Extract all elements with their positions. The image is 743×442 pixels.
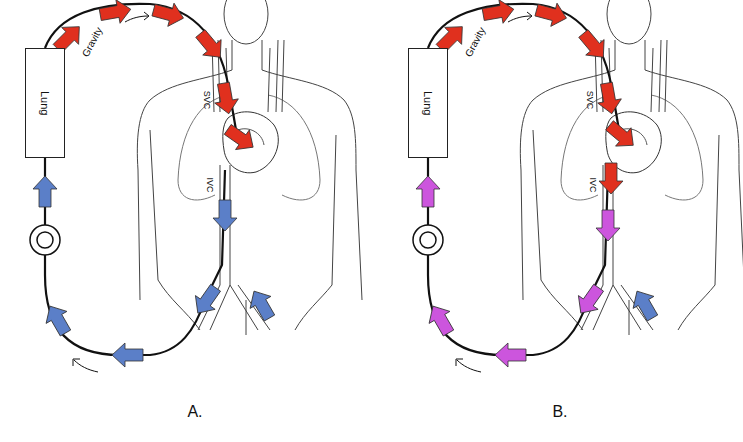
lung-box: Lung bbox=[25, 48, 65, 158]
annotation-label: Gravity bbox=[463, 25, 488, 58]
panel-letter: B. bbox=[552, 403, 567, 421]
node-label: Lung bbox=[422, 91, 434, 115]
flow-arrows-a bbox=[33, 0, 280, 367]
flow-arrows-b bbox=[416, 0, 663, 367]
annotation-label: IVC bbox=[205, 177, 215, 192]
panel-letter: A. bbox=[187, 403, 202, 421]
node-label: Lung bbox=[39, 91, 51, 115]
annotation-label: SVC bbox=[202, 91, 212, 110]
lung-box: Lung bbox=[408, 48, 448, 158]
annotation-label: Gravity bbox=[80, 25, 105, 58]
annotation-label: SVC bbox=[585, 91, 595, 110]
annotation-label: IVC bbox=[588, 177, 598, 192]
